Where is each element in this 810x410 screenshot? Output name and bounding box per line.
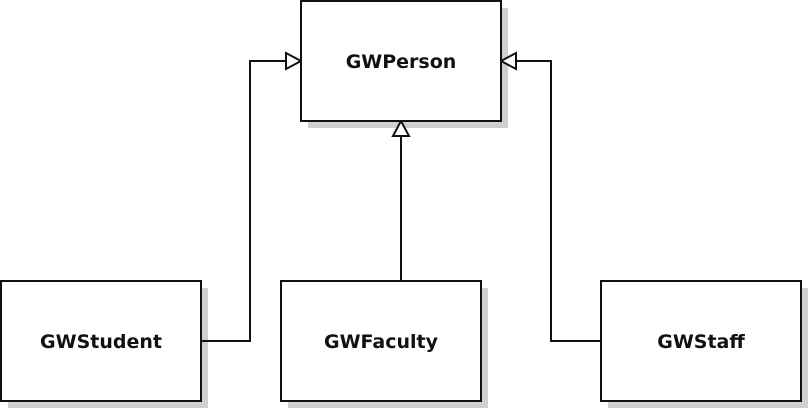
- class-name: GWFaculty: [324, 331, 439, 353]
- class-gwperson[interactable]: GWPerson: [300, 0, 502, 122]
- staff-inheritance-line: [516, 60, 601, 342]
- student-inheritance-line: [201, 60, 286, 342]
- class-name: GWStaff: [657, 331, 745, 353]
- class-box: [600, 280, 802, 402]
- class-box: [0, 280, 202, 402]
- class-box: [280, 280, 482, 402]
- faculty-arrowhead-icon: [391, 118, 411, 137]
- student-arrowhead-icon: [285, 51, 304, 71]
- class-name: GWPerson: [346, 51, 457, 73]
- staff-arrowhead-icon: [498, 51, 517, 71]
- class-gwstaff[interactable]: GWStaff: [600, 280, 802, 402]
- class-box: [300, 0, 502, 122]
- class-gwstudent[interactable]: GWStudent: [0, 280, 202, 402]
- class-name: GWStudent: [40, 331, 162, 353]
- class-gwfaculty[interactable]: GWFaculty: [280, 280, 482, 402]
